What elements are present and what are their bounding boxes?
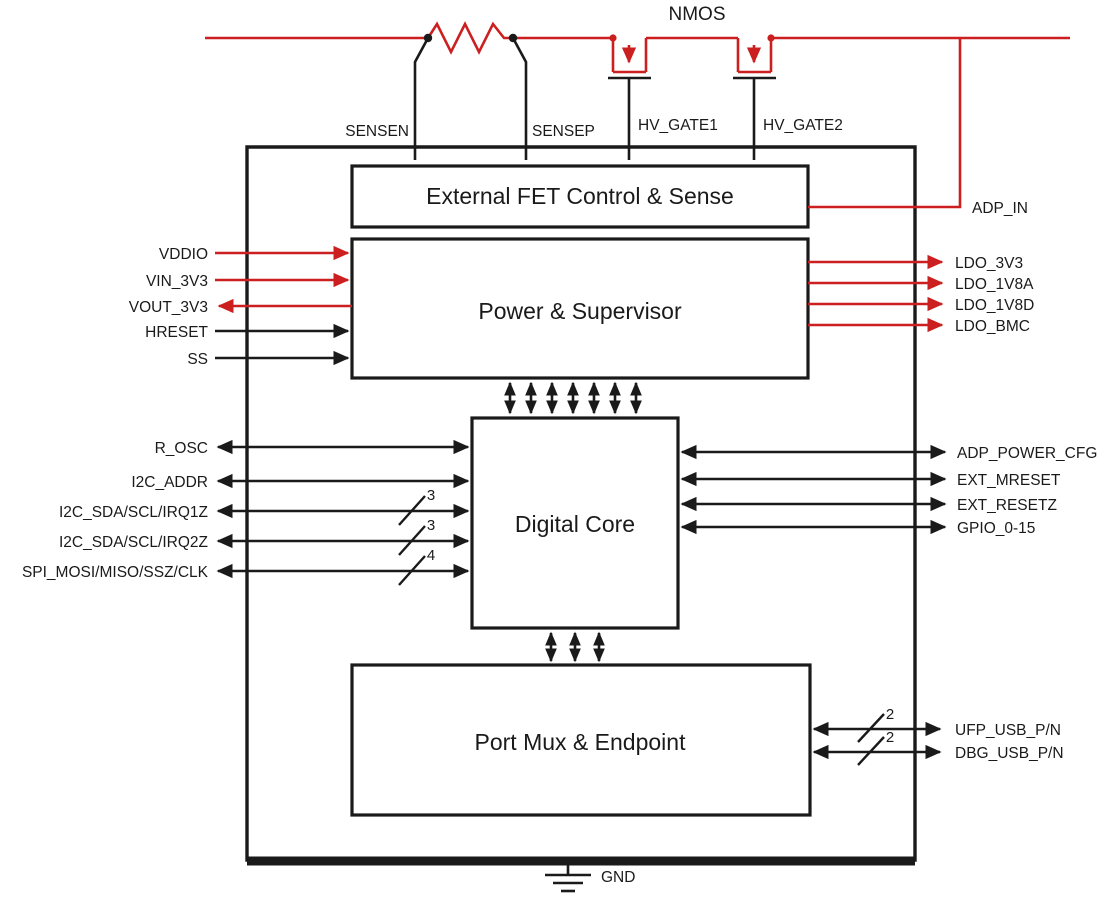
core-right-signals: ADP_POWER_CFG EXT_MRESET EXT_RESETZ GPIO… [680, 444, 1097, 537]
block-title-port-mux: Port Mux & Endpoint [475, 729, 687, 755]
block-title-external-fet: External FET Control & Sense [426, 183, 734, 209]
pin-row-ext-mreset[interactable]: EXT_MRESET [680, 471, 1061, 489]
nmos-transistor-2: HV_GATE2 [733, 34, 843, 160]
pin-row-i2c-addr[interactable]: I2C_ADDR [131, 473, 470, 491]
adp-in-net: ADP_IN [808, 38, 1028, 217]
block-title-digital-core: Digital Core [515, 511, 635, 537]
pin-row-dbg-usb[interactable]: 2 DBG_USB_P/N [812, 729, 1064, 766]
pin-label-vin-3v3: VIN_3V3 [146, 273, 208, 290]
pin-row-ldo-bmc[interactable]: LDO_BMC [808, 317, 1030, 335]
pin-row-ldo-1v8d[interactable]: LDO_1V8D [808, 296, 1034, 314]
pin-row-vddio[interactable]: VDDIO [159, 245, 350, 263]
bus-power-to-core [504, 381, 642, 415]
power-left-pins: VDDIO VIN_3V3 VOUT_3V3 HRESET SS [129, 245, 352, 368]
pin-row-vout-3v3[interactable]: VOUT_3V3 [129, 298, 352, 316]
bus-width-spi: 4 [427, 547, 435, 564]
gnd-symbol: GND [545, 861, 635, 893]
bus-width-i2c-irq1z: 3 [427, 487, 435, 504]
pin-label-r-osc: R_OSC [155, 440, 208, 457]
pin-label-hv-gate1: HV_GATE1 [638, 117, 718, 134]
block-port-mux-endpoint[interactable]: Port Mux & Endpoint [350, 663, 812, 817]
sense-resistor [423, 21, 518, 55]
pin-label-hv-gate2: HV_GATE2 [763, 117, 843, 134]
pin-row-r-osc[interactable]: R_OSC [155, 439, 470, 457]
pin-label-hreset: HRESET [145, 324, 208, 341]
pin-label-ss: SS [187, 351, 208, 368]
pin-label-dbg-usb: DBG_USB_P/N [955, 745, 1064, 762]
pin-row-ss[interactable]: SS [187, 350, 350, 368]
pin-row-ext-resetz[interactable]: EXT_RESETZ [680, 496, 1057, 514]
pin-row-vin-3v3[interactable]: VIN_3V3 [146, 272, 350, 290]
pin-label-i2c-addr: I2C_ADDR [131, 474, 208, 491]
pin-label-spi: SPI_MOSI/MISO/SSZ/CLK [22, 564, 209, 581]
bus-width-dbg-usb: 2 [886, 729, 894, 746]
pin-row-gpio[interactable]: GPIO_0-15 [680, 519, 1035, 537]
pin-label-ext-mreset: EXT_MRESET [957, 472, 1061, 489]
pin-label-ext-resetz: EXT_RESETZ [957, 497, 1057, 514]
pin-label-adp-power-cfg: ADP_POWER_CFG [957, 445, 1097, 462]
pin-row-ldo-3v3[interactable]: LDO_3V3 [808, 254, 1023, 272]
pin-label-i2c-irq1z: I2C_SDA/SCL/IRQ1Z [59, 504, 208, 521]
pin-label-ldo-1v8d: LDO_1V8D [955, 297, 1034, 314]
block-external-fet-control-sense[interactable]: External FET Control & Sense [350, 164, 810, 229]
pin-label-sensen: SENSEN [345, 123, 409, 140]
pin-label-vout-3v3: VOUT_3V3 [129, 299, 208, 316]
block-title-power-supervisor: Power & Supervisor [478, 298, 682, 324]
pin-label-i2c-irq2z: I2C_SDA/SCL/IRQ2Z [59, 534, 208, 551]
pin-row-i2c-irq2z[interactable]: 3 I2C_SDA/SCL/IRQ2Z [59, 517, 470, 556]
pin-label-gnd: GND [601, 869, 635, 886]
chip-outline [245, 145, 917, 866]
port-mux-right-signals: 2 UFP_USB_P/N 2 DBG_USB_P/N [812, 706, 1064, 766]
pin-label-sensep: SENSEP [532, 123, 595, 140]
pin-row-spi[interactable]: 4 SPI_MOSI/MISO/SSZ/CLK [22, 547, 470, 586]
pin-row-adp-power-cfg[interactable]: ADP_POWER_CFG [680, 444, 1097, 462]
block-digital-core[interactable]: Digital Core [470, 416, 680, 630]
pin-label-gpio: GPIO_0-15 [957, 520, 1035, 537]
bus-core-to-portmux [545, 631, 605, 663]
bus-width-i2c-irq2z: 3 [427, 517, 435, 534]
pin-row-hreset[interactable]: HRESET [145, 323, 350, 341]
block-power-supervisor[interactable]: Power & Supervisor [350, 237, 810, 380]
pin-label-vddio: VDDIO [159, 246, 208, 263]
pin-row-i2c-irq1z[interactable]: 3 I2C_SDA/SCL/IRQ1Z [59, 487, 470, 526]
pin-label-ldo-bmc: LDO_BMC [955, 318, 1030, 335]
pin-label-ufp-usb: UFP_USB_P/N [955, 722, 1061, 739]
nmos-transistor-1: HV_GATE1 [608, 34, 718, 160]
pin-label-ldo-1v8a: LDO_1V8A [955, 276, 1034, 293]
pin-row-ldo-1v8a[interactable]: LDO_1V8A [808, 275, 1034, 293]
sense-lines: SENSEN SENSEP [345, 37, 595, 160]
pin-row-ufp-usb[interactable]: 2 UFP_USB_P/N [812, 706, 1061, 743]
nmos-title-label: NMOS [669, 4, 726, 25]
core-left-signals: R_OSC I2C_ADDR 3 I2C_SDA/SCL/IRQ1Z 3 I2C… [22, 439, 470, 586]
pin-label-ldo-3v3: LDO_3V3 [955, 255, 1023, 272]
bus-width-ufp-usb: 2 [886, 706, 894, 723]
pin-label-adp-in: ADP_IN [972, 200, 1028, 217]
power-right-pins: LDO_3V3 LDO_1V8A LDO_1V8D LDO_BMC [808, 254, 1034, 335]
